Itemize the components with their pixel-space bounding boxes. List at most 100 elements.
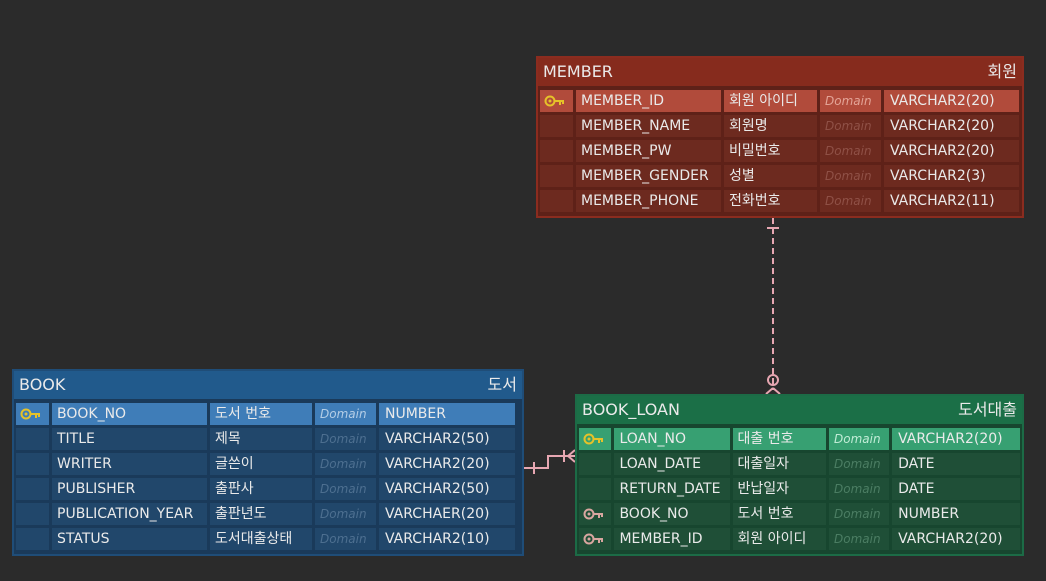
column-row[interactable]: LOAN_NO 대출 번호 Domain VARCHAR2(20)	[579, 428, 1020, 450]
entity-book-header[interactable]: BOOK 도서	[14, 371, 522, 399]
entity-book-logical-name: 도서	[487, 375, 517, 394]
column-row[interactable]: BOOK_NO 도서 번호 Domain NUMBER	[579, 503, 1020, 525]
primary-key-cell	[540, 90, 573, 112]
entity-book-loan-name: BOOK_LOAN	[582, 400, 680, 419]
column-domain: Domain	[829, 503, 890, 525]
column-logical-name: 회원 아이디	[724, 90, 817, 112]
column-row[interactable]: MEMBER_NAME 회원명 Domain VARCHAR2(20)	[540, 115, 1020, 137]
column-logical-name: 성별	[724, 165, 817, 187]
column-name: PUBLISHER	[52, 478, 207, 500]
foreign-key-icon	[583, 508, 603, 520]
key-cell	[16, 453, 49, 475]
column-name: LOAN_DATE	[614, 453, 730, 475]
column-row[interactable]: PUBLICATION_YEAR 출판년도 Domain VARCHAER(20…	[16, 503, 520, 525]
entity-book-columns: BOOK_NO 도서 번호 Domain NUMBER TITLE 제목 Dom…	[16, 403, 520, 553]
column-domain: Domain	[315, 478, 376, 500]
column-row[interactable]: TITLE 제목 Domain VARCHAR2(50)	[16, 428, 520, 450]
column-type: VARCHAR2(20)	[884, 140, 1019, 162]
foreign-key-cell	[579, 528, 612, 550]
column-logical-name: 대출일자	[732, 453, 827, 475]
column-domain: Domain	[820, 90, 881, 112]
entity-member-header[interactable]: MEMBER 회원	[538, 58, 1022, 86]
column-type: VARCHAER(20)	[379, 503, 515, 525]
column-row[interactable]: MEMBER_PHONE 전화번호 Domain VARCHAR2(11)	[540, 190, 1020, 212]
column-type: DATE	[892, 478, 1020, 500]
column-name: PUBLICATION_YEAR	[52, 503, 207, 525]
column-name: BOOK_NO	[52, 403, 207, 425]
entity-member-name: MEMBER	[543, 62, 613, 81]
entity-book-loan-header[interactable]: BOOK_LOAN 도서대출	[577, 396, 1022, 424]
column-logical-name: 도서 번호	[732, 503, 827, 525]
column-logical-name: 제목	[210, 428, 312, 450]
key-cell	[579, 453, 612, 475]
entity-member-columns: MEMBER_ID 회원 아이디 Domain VARCHAR2(20) MEM…	[540, 90, 1020, 215]
column-name: MEMBER_ID	[614, 528, 730, 550]
column-row[interactable]: MEMBER_PW 비밀번호 Domain VARCHAR2(20)	[540, 140, 1020, 162]
column-type: VARCHAR2(11)	[884, 190, 1019, 212]
column-logical-name: 도서대출상태	[210, 528, 312, 550]
column-row[interactable]: PUBLISHER 출판사 Domain VARCHAR2(50)	[16, 478, 520, 500]
column-domain: Domain	[820, 190, 881, 212]
column-type: VARCHAR2(50)	[379, 478, 515, 500]
column-name: WRITER	[52, 453, 207, 475]
key-cell	[579, 478, 612, 500]
column-row[interactable]: MEMBER_ID 회원 아이디 Domain VARCHAR2(20)	[540, 90, 1020, 112]
column-name: MEMBER_GENDER	[576, 165, 721, 187]
column-type: VARCHAR2(20)	[884, 115, 1019, 137]
column-name: BOOK_NO	[614, 503, 730, 525]
column-type: VARCHAR2(20)	[892, 428, 1020, 450]
entity-book[interactable]: BOOK 도서 BOOK_NO 도서 번호 Domain NUMBER TITL…	[12, 369, 524, 556]
column-type: VARCHAR2(20)	[379, 453, 515, 475]
column-row[interactable]: BOOK_NO 도서 번호 Domain NUMBER	[16, 403, 520, 425]
column-logical-name: 전화번호	[724, 190, 817, 212]
column-row[interactable]: WRITER 글쓴이 Domain VARCHAR2(20)	[16, 453, 520, 475]
column-row[interactable]: STATUS 도서대출상태 Domain VARCHAR2(10)	[16, 528, 520, 550]
column-type: NUMBER	[892, 503, 1020, 525]
column-name: MEMBER_PW	[576, 140, 721, 162]
column-logical-name: 회원명	[724, 115, 817, 137]
foreign-key-cell	[579, 503, 612, 525]
foreign-key-icon	[583, 533, 603, 545]
primary-key-cell	[16, 403, 49, 425]
entity-book-loan-logical-name: 도서대출	[958, 400, 1017, 419]
column-domain: Domain	[315, 453, 376, 475]
column-name: TITLE	[52, 428, 207, 450]
column-type: DATE	[892, 453, 1020, 475]
column-row[interactable]: RETURN_DATE 반납일자 Domain DATE	[579, 478, 1020, 500]
column-row[interactable]: MEMBER_ID 회원 아이디 Domain VARCHAR2(20)	[579, 528, 1020, 550]
column-name: LOAN_NO	[614, 428, 730, 450]
column-type: VARCHAR2(20)	[884, 90, 1019, 112]
column-domain: Domain	[829, 428, 890, 450]
column-row[interactable]: MEMBER_GENDER 성별 Domain VARCHAR2(3)	[540, 165, 1020, 187]
key-cell	[540, 115, 573, 137]
column-logical-name: 비밀번호	[724, 140, 817, 162]
column-name: MEMBER_NAME	[576, 115, 721, 137]
column-logical-name: 출판사	[210, 478, 312, 500]
column-logical-name: 도서 번호	[210, 403, 312, 425]
column-logical-name: 글쓴이	[210, 453, 312, 475]
column-domain: Domain	[315, 403, 376, 425]
column-domain: Domain	[315, 428, 376, 450]
column-domain: Domain	[820, 115, 881, 137]
entity-book-loan-columns: LOAN_NO 대출 번호 Domain VARCHAR2(20) LOAN_D…	[579, 428, 1020, 553]
key-cell	[540, 190, 573, 212]
key-cell	[16, 478, 49, 500]
key-cell	[540, 140, 573, 162]
column-logical-name: 대출 번호	[732, 428, 827, 450]
column-type: VARCHAR2(20)	[892, 528, 1020, 550]
entity-book-loan[interactable]: BOOK_LOAN 도서대출 LOAN_NO 대출 번호 Domain VARC…	[575, 394, 1024, 556]
relationship-book-book-loan[interactable]	[524, 449, 576, 474]
column-name: MEMBER_ID	[576, 90, 721, 112]
column-row[interactable]: LOAN_DATE 대출일자 Domain DATE	[579, 453, 1020, 475]
column-type: VARCHAR2(3)	[884, 165, 1019, 187]
key-cell	[16, 528, 49, 550]
relationship-member-book-loan[interactable]	[765, 218, 781, 395]
key-cell	[540, 165, 573, 187]
key-cell	[16, 428, 49, 450]
column-logical-name: 출판년도	[210, 503, 312, 525]
column-domain: Domain	[820, 140, 881, 162]
column-type: NUMBER	[379, 403, 515, 425]
entity-book-name: BOOK	[19, 375, 66, 394]
entity-member[interactable]: MEMBER 회원 MEMBER_ID 회원 아이디 Domain VARCHA…	[536, 56, 1024, 218]
